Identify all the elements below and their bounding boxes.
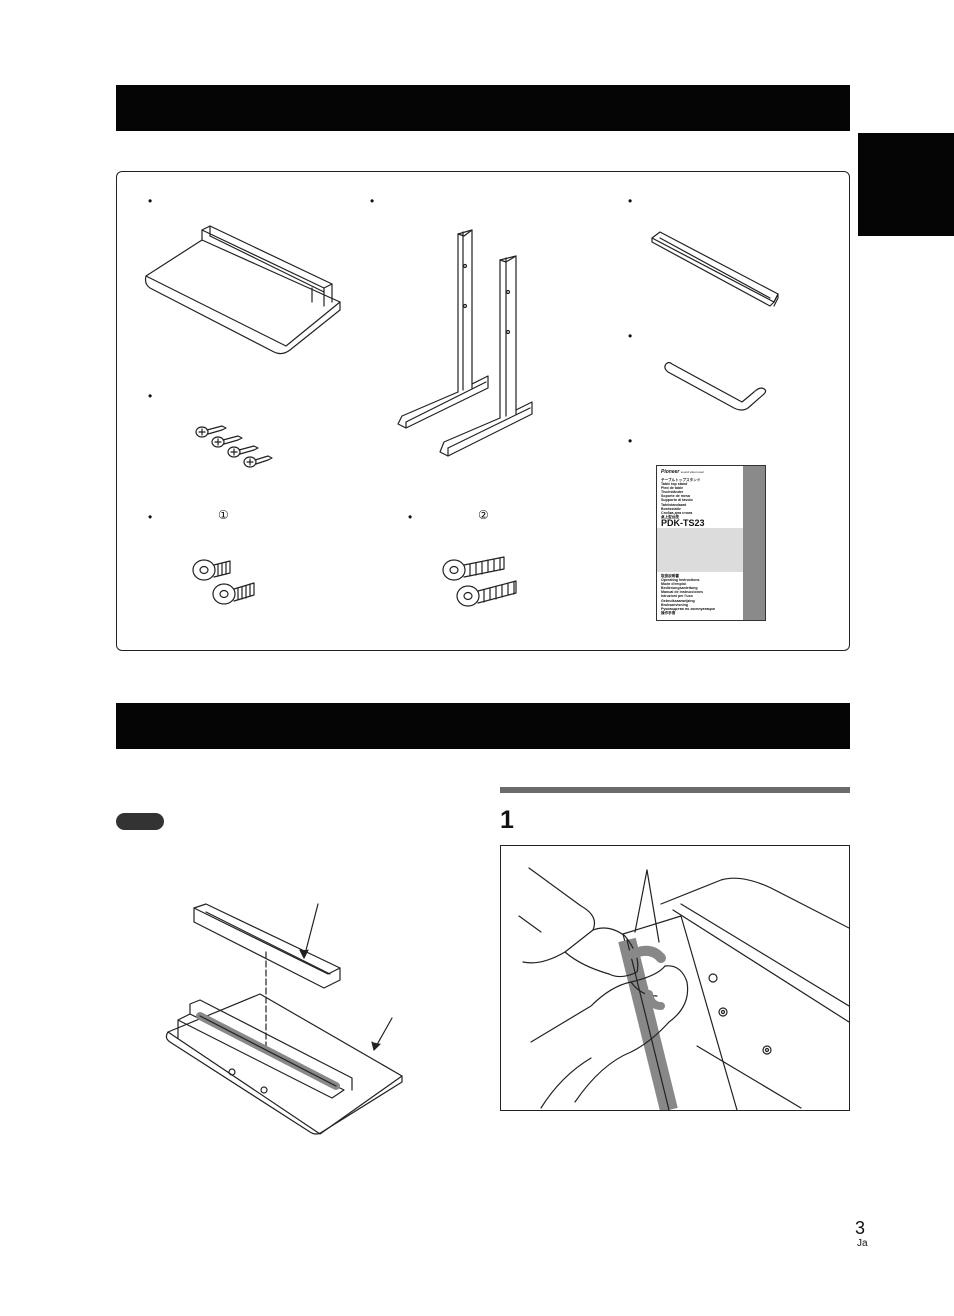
language-tab	[858, 133, 954, 236]
manual-booklet: Pioneer sound.vision.soul テーブルトップスタンド Ta…	[656, 465, 766, 621]
cover-assembly-illustration	[165, 903, 403, 1135]
bullet-base: •	[148, 194, 153, 208]
peeling-tape-illustration	[518, 867, 849, 1110]
manual-line: Pied de table	[661, 486, 684, 491]
manual-line: Istruzioni per l'uso	[661, 594, 693, 599]
manual-line: Manual de instrucciones	[661, 590, 703, 595]
manual-line: Gebruiksaanwijzing	[661, 598, 695, 603]
accessories-box	[116, 171, 850, 651]
step-1-illustration-frame	[500, 845, 850, 1111]
manual-lines-top: テーブルトップスタンド Table top stand Pied de tabl…	[661, 478, 743, 519]
manual-line: テーブルトップスタンド	[661, 478, 701, 482]
manual-model: PDK-TS23	[661, 518, 705, 528]
step-rule	[500, 787, 850, 793]
manual-line: Operating Instructions	[661, 578, 700, 583]
hex-wrench-illustration	[664, 361, 767, 411]
cover-illustration	[651, 231, 779, 307]
bullet-legs: •	[370, 194, 375, 208]
manual-band	[657, 528, 743, 572]
manual-line: 取扱説明書	[661, 574, 679, 578]
page-number: 3	[855, 1218, 866, 1238]
bullet-cover: •	[628, 194, 633, 208]
bullet-bolts-2: •	[408, 510, 413, 524]
bolt-marker-1: ①	[218, 508, 229, 522]
manual-line: Tafelstandaard	[661, 502, 687, 507]
manual-line: Стойка для стола	[661, 510, 693, 515]
bullet-wrench: •	[628, 329, 633, 343]
manual-line: Bedienungsanleitung	[661, 586, 698, 591]
manual-lines-bottom: 取扱説明書 Operating Instructions Mode d'empl…	[661, 574, 743, 615]
manual-line: 桌上型台座	[661, 514, 679, 519]
manual-brand: Pioneer	[661, 469, 680, 475]
bolts-2-illustration	[442, 556, 517, 607]
manual-line: Mode d'emploi	[661, 582, 687, 587]
stand-legs-illustration	[397, 229, 533, 457]
manual-line: Tischständer	[661, 490, 684, 495]
manual-tagline: sound.vision.soul	[680, 470, 704, 474]
manual-line: 操作手冊	[661, 610, 676, 615]
step-number: 1	[500, 806, 514, 834]
manual-spine	[743, 466, 765, 620]
screws-illustration	[195, 425, 273, 468]
language-code: Ja	[857, 1238, 868, 1249]
note-badge	[116, 813, 164, 830]
stand-base-illustration	[144, 225, 341, 355]
bullet-screws: •	[148, 389, 153, 403]
bolt-marker-2: ②	[478, 508, 489, 522]
manual-line: Supporto di tavolo	[661, 498, 693, 503]
section-header-bar-assembly	[116, 703, 850, 749]
manual-line: Bordsstativ	[661, 506, 681, 511]
manual-line: Bruksanvisning	[661, 602, 688, 607]
manual-line: Soporte de mesa	[661, 494, 690, 499]
bolts-1-illustration	[192, 559, 255, 605]
manual-line: Table top stand	[661, 482, 688, 487]
manual-line: Руководство по эксплуатации	[661, 606, 715, 611]
bullet-manual: •	[628, 434, 633, 448]
section-header-bar-accessories	[116, 85, 850, 131]
bullet-bolts-1: •	[148, 510, 153, 524]
